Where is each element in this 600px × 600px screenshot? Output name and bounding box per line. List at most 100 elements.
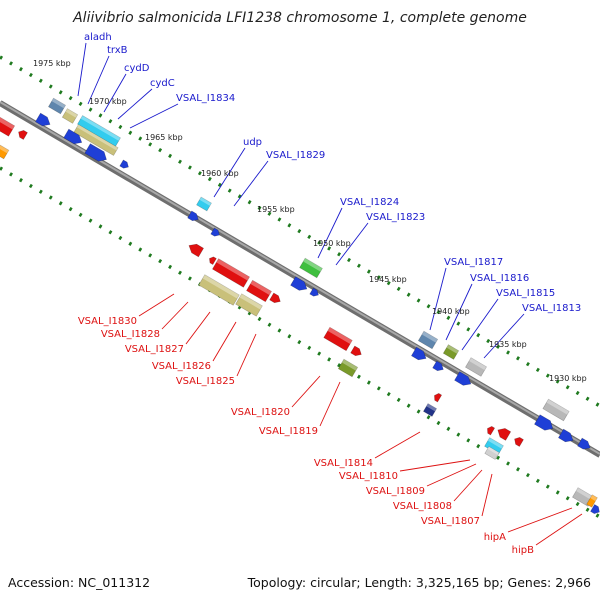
gene-arrow-blue [454, 371, 472, 386]
gene-arrow-red [188, 243, 204, 258]
forward-gene-label: trxB [107, 45, 128, 56]
forward-gene-label: udp [243, 137, 262, 148]
kbp-tick-label: 1955 kbp [257, 205, 295, 214]
forward-label-leader [429, 267, 447, 331]
reverse-gene-label: VSAL_I1828 [101, 329, 160, 340]
gene-box-tan-long [73, 124, 119, 156]
gene-arrow-blue [63, 128, 83, 145]
gene-arrow-red [350, 345, 362, 357]
reverse-gene-label: VSAL_I1814 [314, 458, 373, 469]
reverse-label-leader [161, 301, 189, 330]
kbp-tick-label: 1950 kbp [313, 239, 351, 248]
forward-label-leader [317, 207, 343, 259]
forward-label-leader [77, 42, 87, 97]
reverse-gene-label: VSAL_I1826 [152, 361, 211, 372]
forward-label-leader [213, 147, 246, 198]
forward-gene-label: VSAL_I1815 [496, 288, 555, 299]
reverse-gene-label: VSAL_I1807 [421, 516, 480, 527]
reverse-gene-label: VSAL_I1809 [366, 486, 425, 497]
gene-arrow-blue [432, 360, 444, 372]
reverse-label-leader [291, 375, 321, 408]
gene-arrow-blue [290, 276, 308, 291]
forward-gene-label: VSAL_I1816 [470, 273, 529, 284]
reverse-gene-label: VSAL_I1827 [125, 344, 184, 355]
reverse-gene-label: VSAL_I1820 [231, 407, 290, 418]
reverse-label-leader [426, 463, 477, 487]
kbp-tick-label: 1960 kbp [201, 169, 239, 178]
label-leader-lines [77, 42, 583, 546]
gene-arrow-red [497, 428, 512, 441]
gene-arrow-blue [35, 112, 51, 127]
reverse-label-leader [212, 321, 237, 362]
reverse-label-leader [453, 469, 483, 502]
gene-box-steel-2 [417, 330, 439, 350]
reverse-label-leader [374, 431, 421, 459]
forward-label-leader [461, 298, 499, 351]
reverse-label-leader [138, 293, 175, 317]
kbp-tick-label: 1965 kbp [145, 133, 183, 142]
gene-box-olive [442, 344, 460, 360]
reverse-gene-label: hipA [484, 532, 506, 543]
forward-gene-label: aladh [84, 32, 112, 43]
gene-box-red [0, 115, 16, 137]
topology-text: Topology: circular; Length: 3,325,165 bp… [247, 575, 591, 590]
forward-label-leader [335, 222, 369, 266]
gene-arrow-red [487, 426, 496, 436]
gene-box-gray-3 [484, 446, 500, 460]
gene-arrow-blue [577, 437, 591, 450]
gene-arrow-red [18, 130, 28, 140]
kbp-tick-label: 1930 kbp [549, 374, 587, 383]
reverse-gene-label: VSAL_I1825 [176, 376, 235, 387]
reverse-label-leader [399, 459, 471, 472]
reverse-label-leader [535, 513, 583, 546]
gene-features [0, 97, 600, 514]
gene-arrow-red [269, 292, 281, 304]
forward-label-leader [233, 160, 269, 207]
forward-label-leader [103, 73, 127, 113]
reverse-gene-label: VSAL_I1808 [393, 501, 452, 512]
reverse-gene-label: VSAL_I1830 [78, 316, 137, 327]
forward-gene-label: cydC [150, 78, 175, 89]
gene-arrow-blue [590, 504, 600, 514]
forward-gene-label: VSAL_I1823 [366, 212, 425, 223]
gene-arrow-blue [84, 143, 107, 162]
forward-label-leader [117, 88, 153, 120]
gene-arrow-blue [210, 227, 220, 237]
forward-gene-label: VSAL_I1834 [176, 93, 235, 104]
map-title: Aliivibrio salmonicida LFI1238 chromosom… [73, 10, 527, 26]
gene-box-tan [61, 108, 79, 124]
kbp-tick-label: 1970 kbp [89, 97, 127, 106]
kbp-tick-label: 1975 kbp [33, 59, 71, 68]
gene-arrow-blue [534, 414, 554, 431]
gene-arrow-blue [309, 287, 319, 297]
gene-arrow-blue [119, 159, 129, 169]
reverse-label-leader [319, 381, 341, 427]
accession-text: Accession: NC_011312 [8, 575, 151, 590]
forward-gene-label: VSAL_I1817 [444, 257, 503, 268]
kbp-tick-label: 1945 kbp [369, 275, 407, 284]
gene-arrow-blue [411, 346, 427, 361]
forward-gene-label: VSAL_I1824 [340, 197, 399, 208]
gene-labels: aladh trxB cydDcydCVSAL_I1834udpVSAL_I1829… [78, 32, 581, 556]
gene-box-green [299, 257, 323, 279]
gene-box-red-4 [323, 326, 353, 352]
forward-label-leader [129, 103, 179, 129]
gene-box-tan-2 [198, 274, 240, 306]
forward-label-leader [483, 313, 525, 359]
kbp-tick-labels: 1975 kbp 1970 kbp 1965 kbp 1960 kbp 1955 kbp… [33, 59, 587, 383]
upper-tick-rail [0, 55, 600, 408]
kbp-tick-label: 1935 kbp [489, 340, 527, 349]
gene-arrow-red [434, 393, 443, 403]
gene-arrow-red [514, 437, 524, 447]
reverse-label-leader [507, 507, 573, 533]
gene-box-cyan-small [196, 196, 212, 212]
forward-gene-label: VSAL_I1829 [266, 150, 325, 161]
gene-arrow-blue [558, 428, 574, 443]
gene-box-gray-2 [542, 398, 570, 422]
gene-box-tan-3 [235, 293, 263, 317]
gene-box-olive-2 [337, 358, 359, 378]
gene-box-red-2 [212, 258, 250, 288]
forward-gene-label: cydD [124, 63, 150, 74]
reverse-label-leader [236, 333, 257, 377]
reverse-label-leader [481, 473, 493, 517]
